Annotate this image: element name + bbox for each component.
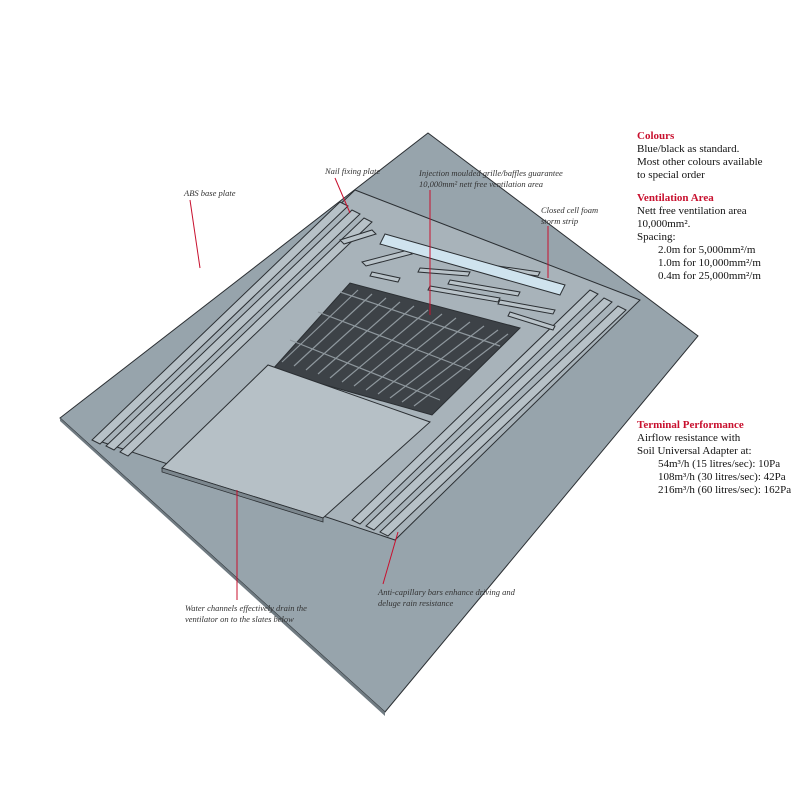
spacing-item-2: 1.0m for 10,000mm²/m: [658, 257, 761, 269]
foam-strip-label-line2: storm strip: [541, 216, 579, 226]
rate-item-1: 54m³/h (15 litres/sec): 10Pa: [658, 458, 781, 470]
water-channels-label-line1: Water channels effectively drain the: [185, 603, 307, 613]
ventilation-line-3: Spacing:: [637, 231, 676, 243]
grille-frame: [271, 282, 521, 416]
grille-label: Injection moulded grille/baffles guarant…: [419, 168, 563, 190]
anti-capillary-label-line2: deluge rain resistance: [378, 598, 454, 608]
rate-item-3: 216m³/h (60 litres/sec): 162Pa: [658, 484, 792, 496]
anti-capillary-label: Anti-capillary bars enhance driving and …: [378, 587, 515, 609]
performance-line-1: Airflow resistance with: [637, 432, 741, 444]
lower-plate-edge: [161, 467, 324, 523]
performance-heading: Terminal Performance: [637, 419, 744, 431]
spacing-item-1: 2.0m for 5,000mm²/m: [658, 244, 756, 256]
ventilation-section: Ventilation Area Nett free ventilation a…: [637, 192, 761, 283]
colours-line-1: Blue/black as standard.: [637, 143, 740, 155]
nail-fixing-plate-label: Nail fixing plate: [325, 166, 381, 176]
base-plate-edge: [60, 418, 385, 716]
performance-line-2: Soil Universal Adapter at:: [637, 445, 752, 457]
colours-line-2: Most other colours available: [637, 156, 763, 168]
abs-base-plate-label: ABS base plate: [184, 188, 236, 198]
colours-heading: Colours: [637, 130, 675, 142]
right-water-channels: [351, 289, 627, 537]
foam-strip-label-line1: Closed cell foam: [541, 205, 599, 215]
anti-capillary-label-line1: Anti-capillary bars enhance driving and: [378, 587, 515, 597]
ventilation-line-2: 10,000mm².: [637, 218, 691, 230]
water-channels-label-line2: ventilator on to the slates below: [185, 614, 294, 624]
spacing-item-3: 0.4m for 25,000mm²/m: [658, 270, 761, 282]
leader-lines: [189, 177, 549, 600]
foam-storm-strip: [379, 233, 566, 296]
performance-section: Terminal Performance Airflow resistance …: [637, 419, 791, 497]
colours-section: Colours Blue/black as standard. Most oth…: [637, 130, 763, 182]
foam-strip-label: Closed cell foam storm strip: [541, 205, 598, 227]
ventilation-line-1: Nett free ventilation area: [637, 205, 747, 217]
grille-slats: [281, 289, 509, 407]
ventilation-heading: Ventilation Area: [637, 192, 714, 204]
colours-line-3: to special order: [637, 169, 705, 181]
grille-label-line2: 10,000mm² nett free ventilation area: [419, 179, 543, 189]
water-channels-label: Water channels effectively drain the ven…: [185, 603, 307, 625]
grille-label-line1: Injection moulded grille/baffles guarant…: [419, 168, 563, 178]
rate-item-2: 108m³/h (30 litres/sec): 42Pa: [658, 471, 786, 483]
left-water-channels: [91, 201, 373, 457]
